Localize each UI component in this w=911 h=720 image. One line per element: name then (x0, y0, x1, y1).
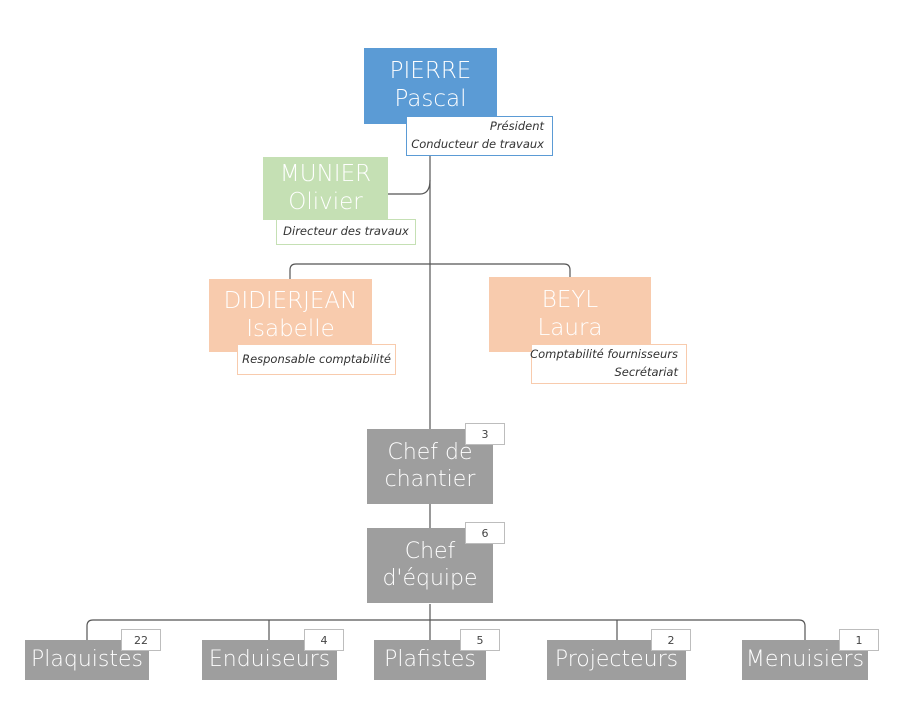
accounting-manager-role-box: Responsable comptabilité (237, 344, 396, 375)
site-manager-line-2: chantier (384, 466, 476, 492)
accounting-manager-role-1: Responsable comptabilité (242, 351, 391, 366)
director-node: MUNIER Olivier (263, 157, 388, 220)
secretary-role-2: Secrétariat (614, 365, 678, 379)
trade-count-badge: 5 (460, 629, 500, 651)
trade-count-badge: 22 (121, 629, 161, 651)
accounting-manager-last-name: DIDIERJEAN (223, 287, 358, 314)
secretary-first-name: Laura (537, 314, 603, 341)
secretary-role-1: Comptabilité fournisseurs (530, 347, 678, 362)
trade-count: 5 (476, 633, 484, 647)
trade-count-badge: 1 (839, 629, 879, 651)
site-manager-node: Chef de chantier (367, 429, 493, 504)
trade-count: 1 (855, 633, 863, 647)
president-role-box: Président Conducteur de travaux (406, 116, 553, 156)
director-role-box: Directeur des travaux (276, 219, 416, 245)
president-role-1: Président (489, 119, 544, 134)
site-manager-line-1: Chef de (387, 440, 473, 466)
admin-branch-connector (289, 263, 571, 279)
accounting-manager-first-name: Isabelle (246, 315, 335, 342)
secretary-last-name: BEYL (541, 286, 599, 313)
president-first-name: Pascal (394, 86, 467, 112)
trade-count: 4 (320, 633, 328, 647)
trade-count: 2 (667, 633, 675, 647)
secretary-node: BEYL Laura (489, 277, 651, 352)
director-role-1: Directeur des travaux (283, 224, 409, 239)
president-role-2: Conducteur de travaux (411, 137, 544, 151)
president-node: PIERRE Pascal (364, 48, 497, 124)
team-leader-line-1: Chef (404, 539, 456, 565)
director-first-name: Olivier (288, 188, 363, 215)
secretary-role-box: Comptabilité fournisseurs Secrétariat (530, 344, 687, 384)
director-connector (388, 179, 431, 195)
president-last-name: PIERRE (389, 58, 472, 85)
site-manager-count: 3 (481, 427, 489, 441)
trade-count-badge: 2 (651, 629, 691, 651)
trade-count-badge: 4 (304, 629, 344, 651)
team-leader-count: 6 (481, 526, 489, 540)
director-last-name: MUNIER (279, 160, 372, 187)
trade-count: 22 (134, 633, 148, 647)
team-leader-count-badge: 6 (465, 522, 505, 544)
team-leader-line-2: d'équipe (382, 565, 478, 591)
site-manager-count-badge: 3 (465, 423, 505, 445)
accounting-manager-node: DIDIERJEAN Isabelle (209, 279, 372, 352)
trades-branch-connector (86, 619, 806, 640)
